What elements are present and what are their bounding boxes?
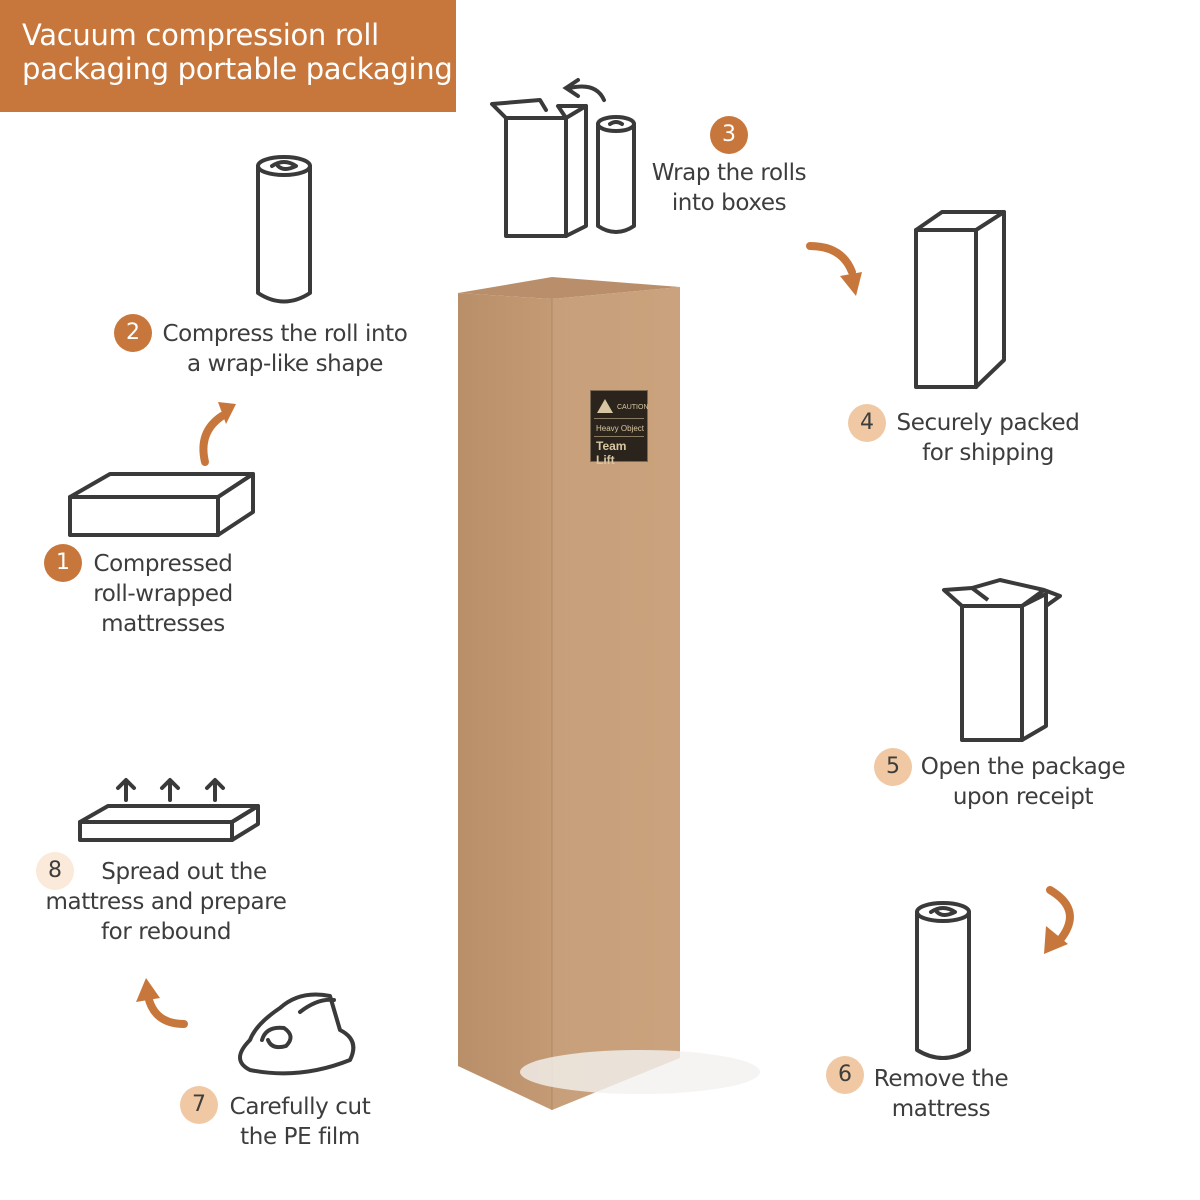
step-1-badge: 1: [44, 544, 82, 582]
warning-icon: [597, 399, 613, 413]
step-8-line-2: mattress and prepare: [45, 889, 287, 915]
title-line-2: packaging portable packaging: [22, 52, 453, 86]
title-line-1: Vacuum compression roll: [22, 18, 379, 52]
caution-label: CAUTION Heavy Object Team Lift: [590, 390, 649, 467]
step-8-line-1: Spread out the: [101, 859, 267, 885]
step-4-line-1: Securely packed: [896, 410, 1080, 436]
arrow-icon: [1044, 886, 1074, 954]
step-2-label: Compress the roll into a wrap-like shape: [162, 319, 408, 379]
divider: [594, 436, 644, 437]
step-3-line-2: into boxes: [671, 190, 787, 216]
title-banner: Vacuum compression roll packaging portab…: [0, 0, 456, 112]
step-1-line-3: mattresses: [101, 611, 225, 637]
arrow-icon: [136, 978, 188, 1028]
step-7-line-2: the PE film: [240, 1124, 360, 1150]
step-3-badge: 3: [710, 116, 748, 154]
flat-mattress-icon: [68, 472, 255, 537]
step-6-label: Remove the mattress: [870, 1064, 1012, 1124]
step-6-line-2: mattress: [891, 1096, 991, 1122]
caution-line-1: Heavy Object: [596, 424, 645, 433]
curved-arrow-icon: [562, 78, 606, 102]
step-7-line-1: Carefully cut: [229, 1094, 371, 1120]
arrow-icon: [806, 242, 862, 296]
expanding-mattress-icon: [78, 778, 260, 842]
step-3-line-1: Wrap the rolls: [651, 160, 807, 186]
divider: [594, 418, 644, 419]
step-1-label: Compressed roll-wrapped mattresses: [90, 549, 236, 639]
step-4-badge: 4: [848, 404, 886, 442]
step-5-line-2: upon receipt: [952, 784, 1094, 810]
unrolling-film-icon: [238, 992, 356, 1076]
step-5-badge: 5: [874, 748, 912, 786]
box-and-roll-icon: [490, 98, 636, 238]
shipping-box: [458, 277, 760, 1110]
step-6-badge: 6: [826, 1056, 864, 1094]
step-7-badge: 7: [180, 1086, 218, 1124]
arrow-icon: [199, 402, 236, 466]
rolled-mattress-icon: [256, 155, 312, 304]
caution-heading: CAUTION: [617, 404, 649, 411]
closed-box-icon: [914, 210, 1006, 389]
step-2-badge: 2: [114, 314, 152, 352]
step-8-line-3: for rebound: [100, 919, 232, 945]
step-5-line-1: Open the package: [920, 754, 1126, 780]
step-1-line-1: Compressed: [93, 551, 233, 577]
step-7-label: Carefully cut the PE film: [226, 1092, 374, 1152]
step-2-line-1: Compress the roll into: [162, 321, 408, 347]
caution-line-2: Team Lift: [596, 439, 627, 467]
step-8-label: Spread out the mattress and prepare for …: [40, 857, 292, 947]
step-4-label: Securely packed for shipping: [892, 408, 1084, 468]
step-4-line-2: for shipping: [922, 440, 1054, 466]
step-8-badge: 8: [36, 852, 74, 890]
step-3-label: Wrap the rolls into boxes: [646, 158, 812, 218]
step-6-line-1: Remove the: [873, 1066, 1009, 1092]
step-1-line-2: roll-wrapped: [93, 581, 233, 607]
step-5-label: Open the package upon receipt: [918, 752, 1128, 812]
open-box-icon: [942, 578, 1062, 742]
rolled-mattress-icon: [915, 901, 971, 1060]
step-2-line-2: a wrap-like shape: [186, 351, 383, 377]
